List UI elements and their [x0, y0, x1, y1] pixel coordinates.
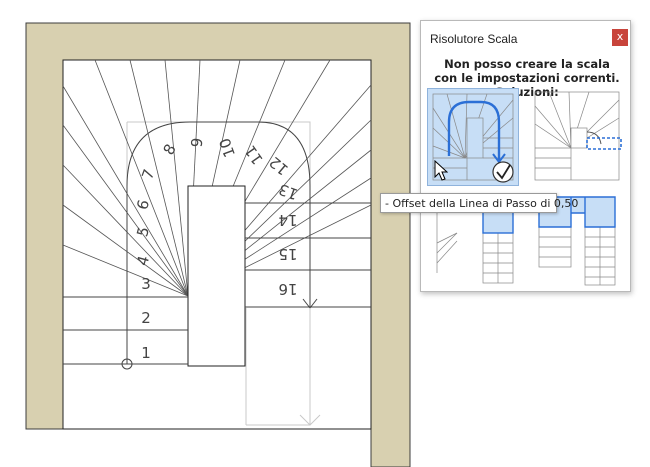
step-number: 10 [216, 136, 239, 160]
solution-option-4[interactable] [537, 193, 621, 287]
step-number: 15 [278, 245, 297, 263]
step-number: 13 [276, 180, 300, 203]
walking-line-start[interactable] [121, 358, 133, 370]
step-number: 1 [141, 344, 151, 362]
mouse-cursor-icon [434, 160, 448, 181]
step-number: 16 [278, 280, 297, 298]
step-numbers: 1 2 3 4 5 6 7 8 9 10 11 12 13 14 15 16 [133, 136, 300, 362]
stair-solver-dialog: Risolutore Scala x Non posso creare la s… [420, 20, 631, 292]
second-flight [245, 202, 371, 308]
stair-well [187, 185, 246, 367]
step-number: 2 [141, 309, 151, 327]
dialog-title: Risolutore Scala [430, 32, 518, 46]
step-number: 3 [141, 275, 151, 293]
walking-line [126, 121, 311, 364]
step-number: 4 [133, 254, 153, 268]
step-number: 14 [278, 211, 297, 229]
close-button[interactable]: x [612, 29, 628, 46]
step-number: 5 [133, 225, 153, 239]
close-icon: x [616, 30, 624, 43]
solution-option-2[interactable] [531, 88, 623, 186]
step-number: 9 [188, 137, 207, 148]
step-number: 6 [133, 198, 153, 212]
solution-tooltip: - Offset della Linea di Passo di 0,50 [380, 193, 578, 213]
checkmark-icon [492, 161, 514, 183]
first-flight [63, 296, 188, 365]
